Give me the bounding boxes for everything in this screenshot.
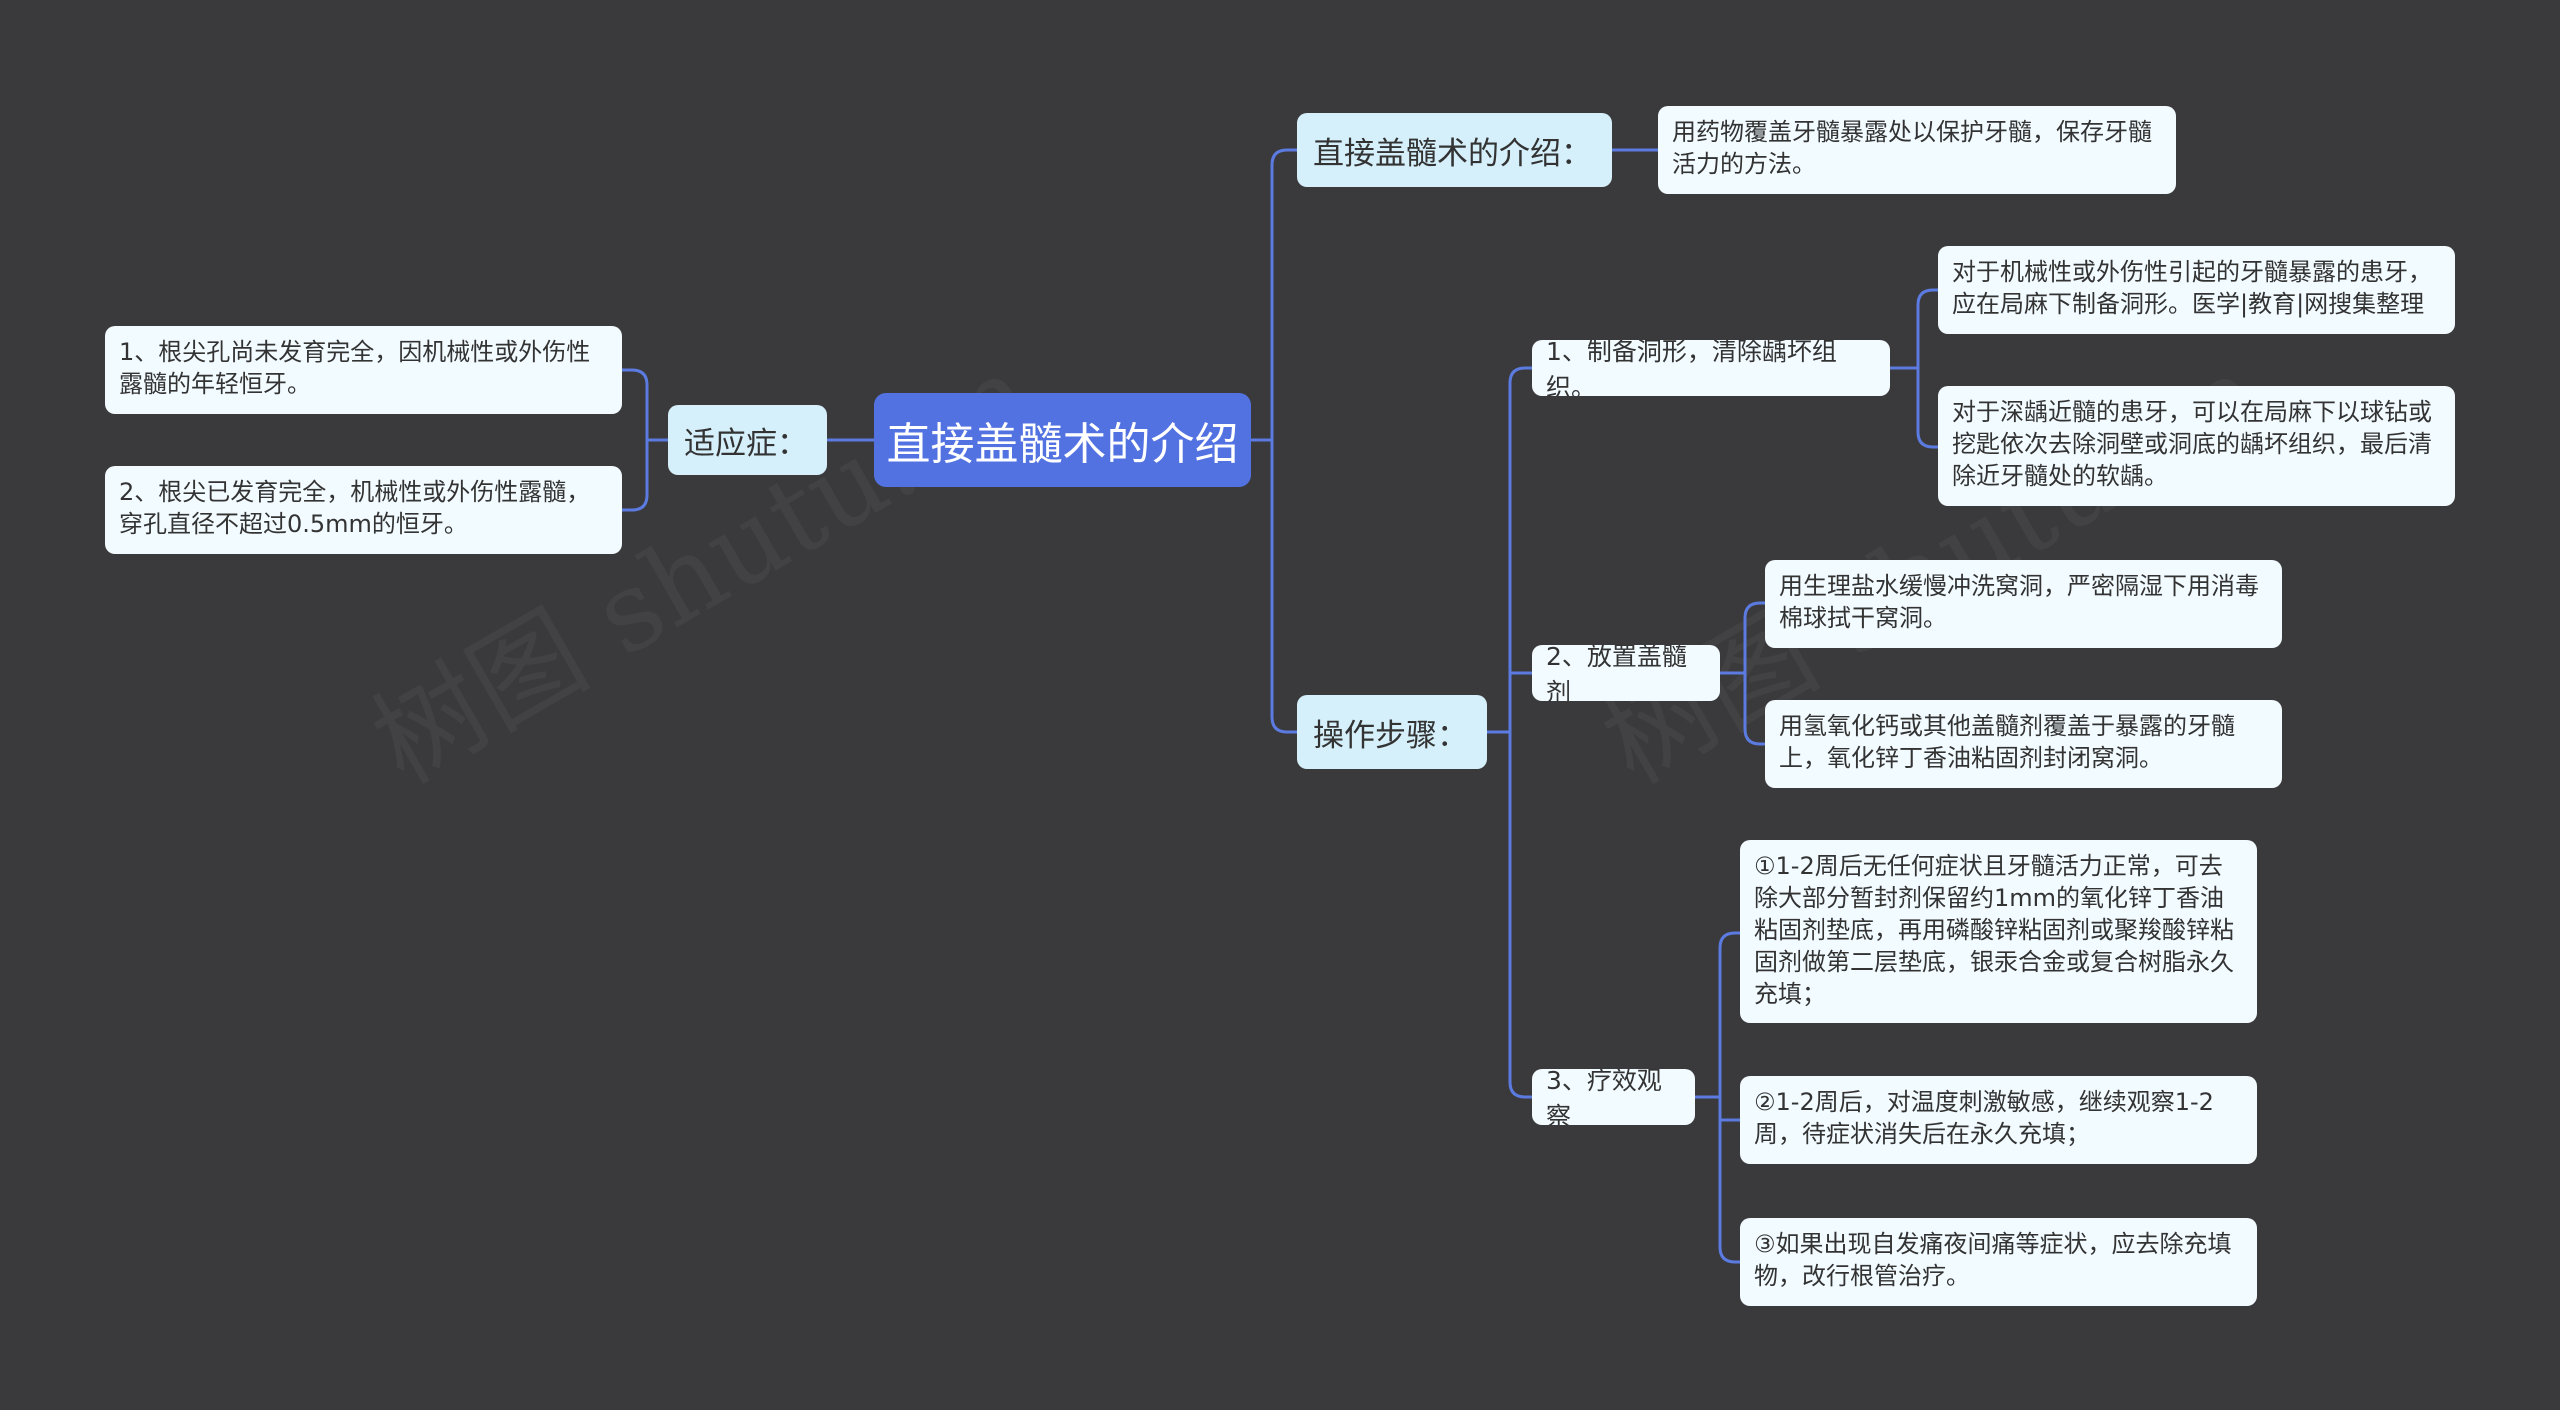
substep-3-item-1[interactable]: ①1-2周后无任何症状且牙髓活力正常，可去除大部分暂封剂保留约1mm的氧化锌丁香… (1740, 840, 2257, 1023)
connector-substep2 (1720, 601, 1765, 746)
substep-3-item-2[interactable]: ②1-2周后，对温度刺激敏感，继续观察1-2周，待症状消失后在永久充填； (1740, 1076, 2257, 1164)
indication-item-2[interactable]: 2、根尖已发育完全，机械性或外伤性露髓，穿孔直径不超过0.5mm的恒牙。 (105, 466, 622, 554)
connector-substep1 (1890, 288, 1938, 449)
branch-steps[interactable]: 操作步骤： (1297, 695, 1487, 769)
connector-substep3 (1695, 931, 1740, 1264)
connector-steps-spine (1508, 366, 1532, 1099)
substep-1-item-1[interactable]: 对于机械性或外伤性引起的牙髓暴露的患牙，应在局麻下制备洞形。医学|教育|网搜集整… (1938, 246, 2455, 334)
substep-1-item-2[interactable]: 对于深龋近髓的患牙，可以在局麻下以球钻或挖匙依次去除洞壁或洞底的龋坏组织，最后清… (1938, 386, 2455, 506)
substep-2-item-1[interactable]: 用生理盐水缓慢冲洗窝洞，严密隔湿下用消毒棉球拭干窝洞。 (1765, 560, 2282, 648)
root-topic[interactable]: 直接盖髓术的介绍 (874, 393, 1251, 487)
intro-text[interactable]: 用药物覆盖牙髓暴露处以保护牙髓，保存牙髓活力的方法。 (1658, 106, 2176, 194)
branch-intro[interactable]: 直接盖髓术的介绍： (1297, 113, 1612, 187)
substep-2-item-2[interactable]: 用氢氧化钙或其他盖髓剂覆盖于暴露的牙髓上，氧化锌丁香油粘固剂封闭窝洞。 (1765, 700, 2282, 788)
connector-indication-leaves (622, 368, 668, 512)
substep-1[interactable]: 1、制备洞形，清除龋坏组织。 (1532, 340, 1890, 396)
branch-indication[interactable]: 适应症： (668, 405, 827, 475)
substep-2[interactable]: 2、放置盖髓剂 (1532, 645, 1720, 701)
indication-item-1[interactable]: 1、根尖孔尚未发育完全，因机械性或外伤性露髓的年轻恒牙。 (105, 326, 622, 414)
substep-3[interactable]: 3、疗效观察 (1532, 1069, 1695, 1125)
connector-right-spine (1270, 148, 1297, 734)
substep-3-item-3[interactable]: ③如果出现自发痛夜间痛等症状，应去除充填物，改行根管治疗。 (1740, 1218, 2257, 1306)
